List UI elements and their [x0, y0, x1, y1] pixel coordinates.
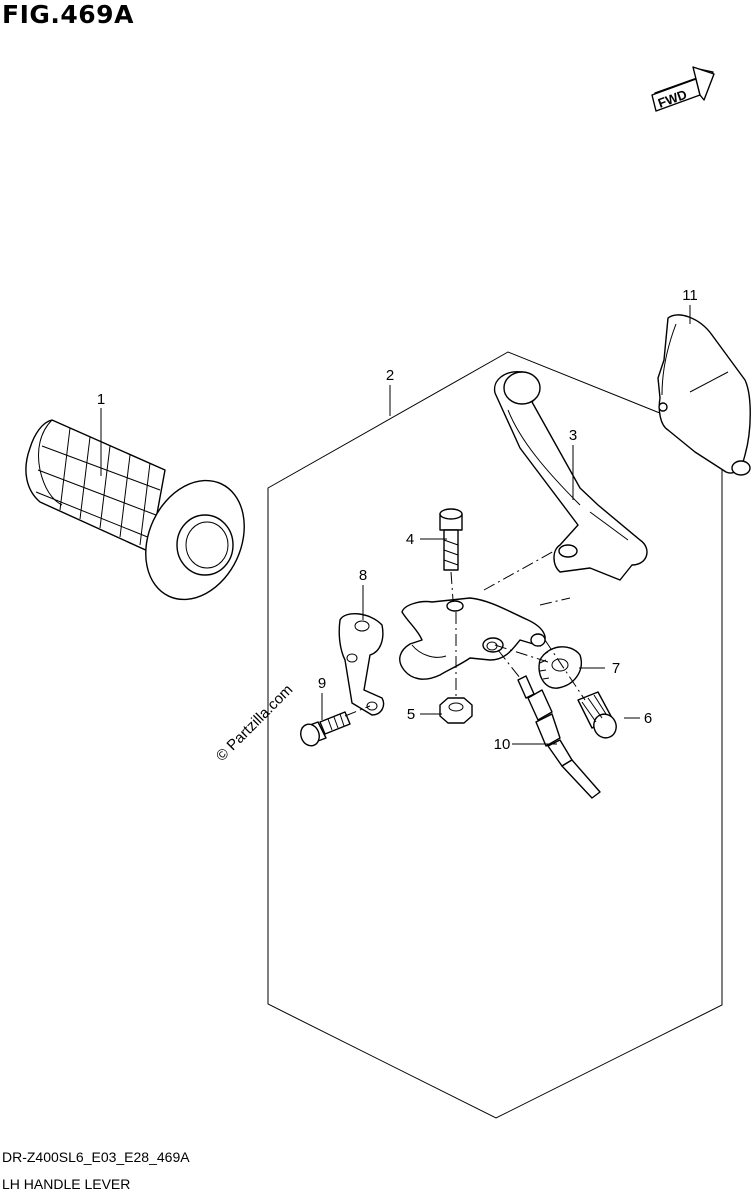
adjuster-bolt-part [577, 691, 617, 739]
fwd-arrow-icon: FWD [651, 66, 715, 112]
callout-2: 2 [386, 367, 394, 384]
callout-1: 1 [97, 391, 105, 408]
assembly-lines [344, 549, 586, 717]
callout-4: 4 [406, 531, 414, 548]
callout-3: 3 [569, 427, 577, 444]
callout-7: 7 [612, 660, 620, 677]
clamp-part [338, 613, 385, 716]
callout-6: 6 [644, 710, 652, 727]
callout-11: 11 [682, 287, 698, 304]
lever-holder-part [399, 597, 546, 680]
callout-9: 9 [318, 675, 326, 692]
pivot-bolt-part [439, 508, 463, 571]
lever-assembly-outline [267, 351, 723, 1119]
bolt-part [300, 711, 351, 747]
watermark: © Partzilla.com [213, 681, 296, 764]
callout-10: 10 [494, 736, 511, 753]
adjuster-ring-part [538, 646, 582, 689]
cable-part [517, 675, 601, 799]
callout-8: 8 [359, 567, 367, 584]
nut-part [439, 697, 473, 724]
figure-name: LH HANDLE LEVER [2, 1176, 131, 1192]
lever-part [493, 371, 648, 581]
leader-lines [100, 305, 691, 745]
figure-code: DR-Z400SL6_E03_E28_469A [2, 1149, 190, 1165]
callout-5: 5 [407, 706, 415, 723]
figure-title: FIG.469A [2, 0, 134, 29]
lever-cover-part [657, 314, 751, 476]
grip-part [25, 419, 245, 601]
